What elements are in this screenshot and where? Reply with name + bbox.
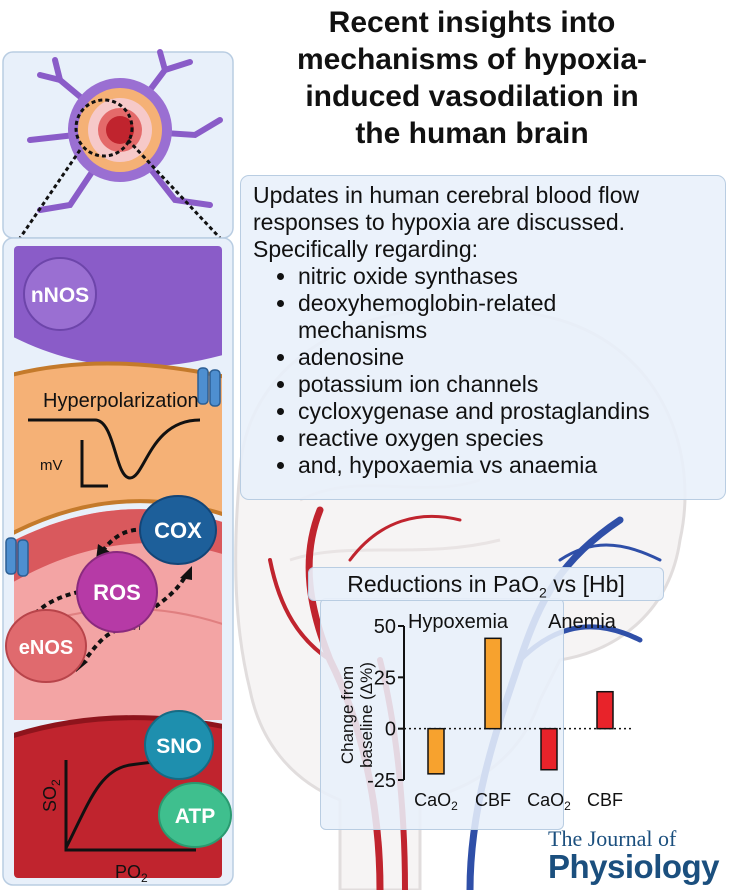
- y-axis-label: baseline (Δ%): [357, 662, 376, 768]
- title-line: mechanisms of hypoxia-: [296, 43, 648, 76]
- title-line: Recent insights into: [328, 6, 616, 39]
- svg-text:SO2: SO2: [40, 779, 63, 812]
- y-axis-label: Change from: [338, 666, 357, 764]
- hyperpolarization-trace: [28, 418, 201, 488]
- cox-cell: COX: [139, 495, 217, 565]
- group-label-hypoxemia: Hypoxemia: [408, 611, 509, 633]
- x-tick-label: CaO2: [414, 790, 458, 813]
- y-tick-label: -25: [367, 770, 396, 792]
- page-title: Recent insights into mechanisms of hypox…: [262, 4, 682, 152]
- ros-cell: ROS: [76, 551, 158, 633]
- updates-intro: Updates in human cerebral blood flow: [253, 182, 640, 208]
- updates-intro: responses to hypoxia are discussed.: [253, 209, 626, 235]
- journal-logo-line1: The Journal of: [548, 826, 677, 851]
- enos-cell: eNOS: [5, 609, 87, 683]
- bar: [596, 690, 614, 730]
- title-line: the human brain: [355, 117, 589, 150]
- sno-molecule: SNO: [144, 710, 214, 780]
- bar: [427, 727, 445, 775]
- atp-label: ATP: [175, 805, 215, 828]
- so2-axis-label: SO2: [40, 779, 63, 812]
- title-line: induced vasodilation in: [305, 80, 639, 113]
- po2-axis-label: PO2: [115, 862, 148, 885]
- y-tick-label: 25: [374, 667, 396, 689]
- list-item: and, hypoxaemia vs anaemia: [298, 452, 715, 479]
- y-tick-label: 50: [374, 616, 396, 638]
- updates-intro: Specifically regarding:: [253, 236, 479, 262]
- list-item: reactive oxygen species: [298, 425, 715, 452]
- mechanism-list: nitric oxide synthases deoxyhemoglobin-r…: [253, 263, 715, 479]
- cox-label: COX: [154, 518, 202, 543]
- atp-molecule: ATP: [158, 782, 232, 848]
- ion-channel-icon: [197, 367, 221, 407]
- chart-title: Reductions in PaO2 vs [Hb]: [308, 567, 664, 601]
- sno-label: SNO: [156, 735, 202, 758]
- list-item: deoxyhemoglobin-related mechanisms: [298, 290, 598, 344]
- nnos-label: nNOS: [31, 284, 89, 307]
- chart-panel: [320, 598, 564, 830]
- list-item: cycloxygenase and prostaglandins: [298, 398, 715, 425]
- ros-label: ROS: [93, 580, 141, 605]
- svg-text:PO2: PO2: [115, 862, 148, 885]
- list-item: potassium ion channels: [298, 371, 715, 398]
- neuron-vessel-icon: [18, 49, 223, 240]
- group-label-anemia: Anemia: [548, 611, 617, 633]
- enos-label: eNOS: [19, 637, 73, 659]
- bar: [540, 727, 558, 771]
- ion-channel-icon: [5, 537, 29, 577]
- bar: [484, 637, 502, 730]
- list-item: adenosine: [298, 344, 715, 371]
- x-tick-label: CaO2: [527, 790, 571, 813]
- updates-box: Updates in human cerebral blood flow res…: [240, 175, 726, 500]
- x-tick-label: CBF: [475, 790, 511, 810]
- hyperpolarization-label: Hyperpolarization: [43, 390, 199, 412]
- y-tick-label: 0: [385, 719, 396, 741]
- x-tick-label: CBF: [587, 790, 623, 810]
- journal-logo-line2: Physiology: [548, 848, 720, 885]
- list-item: nitric oxide synthases: [298, 263, 715, 290]
- mv-label: mV: [40, 457, 63, 474]
- nnos-cell: nNOS: [23, 257, 97, 331]
